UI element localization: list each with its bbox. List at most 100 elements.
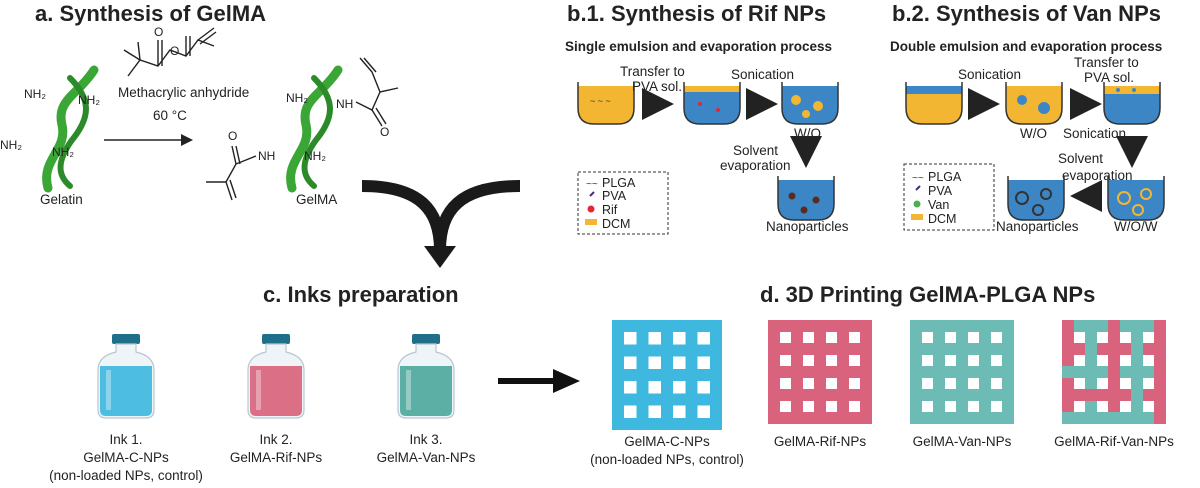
- bottle-cap: [262, 334, 290, 344]
- ink-label-1: Ink 3.: [409, 432, 442, 447]
- ink-to-print-arrow-head: [553, 369, 580, 393]
- bottle-highlight: [406, 370, 411, 410]
- bottle-highlight: [256, 370, 261, 410]
- gelma-nh: NH: [336, 97, 353, 111]
- gelma-nh-left: NH: [258, 149, 275, 163]
- b1-wo-label: W/O: [794, 126, 821, 141]
- anhydride-o-bridge: O: [170, 44, 179, 58]
- scaffold-strand-horizontal: [768, 389, 872, 401]
- svg-text:~ ~ ~: ~ ~ ~: [590, 96, 611, 106]
- scaffold-strand-vertical: [837, 320, 849, 424]
- gelatin-nh2-1: NH₂: [24, 87, 46, 101]
- scaffold-strand-vertical: [710, 320, 722, 424]
- b2-wo-label: W/O: [1020, 126, 1047, 141]
- b2-legend-plga: PLGA: [928, 170, 962, 184]
- bottle-liquid: [250, 366, 302, 416]
- section-b1-title: b.1. Synthesis of Rif NPs: [567, 1, 826, 26]
- ink-bottle: Ink 1. GelMA-C-NPs (non-loaded NPs, contro…: [49, 334, 203, 483]
- printed-scaffolds: GelMA-C-NPs (non-loaded NPs, control) GelM…: [590, 320, 1174, 467]
- b1-legend-rif: Rif: [602, 203, 618, 217]
- b2-transfer-2: PVA sol.: [1084, 70, 1134, 85]
- b1-transfer-1: Transfer to: [620, 64, 685, 79]
- gelatin-nh2-3: NH₂: [0, 138, 22, 152]
- methacryl-groups: [206, 57, 399, 201]
- gelatin-label: Gelatin: [40, 192, 83, 207]
- section-d: d. 3D Printing GelMA-PLGA NPs GelMA-C-NP…: [590, 282, 1174, 467]
- bottle-cap: [112, 334, 140, 344]
- ink-bottle: Ink 3. GelMA-Van-NPs: [377, 334, 476, 465]
- merge-arrow-head: [424, 246, 456, 268]
- section-d-title: d. 3D Printing GelMA-PLGA NPs: [760, 282, 1095, 307]
- scaffold-strand-vertical: [860, 320, 872, 424]
- b2-beaker-transfer: [1103, 82, 1161, 125]
- gelma-label: GelMA: [296, 192, 337, 207]
- scaffold-strand-horizontal: [612, 393, 722, 406]
- ink-bottles: Ink 1. GelMA-C-NPs (non-loaded NPs, contro…: [49, 334, 476, 483]
- ink-label-1: Ink 1.: [109, 432, 142, 447]
- scaffold: GelMA-Rif-Van-NPs: [1054, 320, 1174, 449]
- b1-legend: ~~ PLGA PVA Rif DCM: [577, 171, 669, 235]
- gelma-helix: [286, 65, 343, 193]
- bottle-liquid: [400, 366, 452, 416]
- gelatin-nh2-4: NH₂: [52, 145, 74, 159]
- scaffold-strand-horizontal: [910, 389, 1014, 401]
- gelma-o-right: O: [380, 125, 389, 139]
- bottle-highlight: [106, 370, 111, 410]
- merge-arrow: [361, 180, 521, 251]
- b1-sonication: Sonication: [731, 67, 794, 82]
- scaffold-strand-horizontal: [1062, 412, 1166, 424]
- b1-legend-plga: PLGA: [602, 176, 636, 190]
- b1-solvent-2: evaporation: [720, 158, 791, 173]
- section-b2-process: Double emulsion and evaporation process: [890, 39, 1162, 54]
- bottle-liquid: [100, 366, 152, 416]
- b1-legend-dcm: DCM: [602, 217, 630, 231]
- section-c: c. Inks preparation Ink 1. GelMA-C-NPs (no…: [49, 282, 580, 483]
- ink-label-2: GelMA-Van-NPs: [377, 450, 476, 465]
- b1-beaker-wo: [781, 82, 839, 125]
- scaffold-strand-vertical: [661, 320, 673, 424]
- scaffold-strand-vertical: [956, 320, 968, 424]
- section-b1: b.1. Synthesis of Rif NPs Single emulsio…: [565, 1, 849, 235]
- scaffold-strand-vertical: [1154, 320, 1166, 424]
- scaffold-label-1: GelMA-Rif-Van-NPs: [1054, 434, 1174, 449]
- b2-beaker-wow: [1107, 176, 1165, 221]
- b2-beaker-nanoparticles: [1007, 176, 1065, 221]
- b2-wow-label: W/O/W: [1114, 219, 1158, 234]
- ink-label-2: GelMA-C-NPs: [83, 450, 169, 465]
- scaffold-label-2: (non-loaded NPs, control): [590, 452, 744, 467]
- anhydride-o-top: O: [154, 25, 163, 39]
- gelma-nh2-1: NH₂: [286, 91, 308, 105]
- scaffold-strand-horizontal: [768, 412, 872, 424]
- ink-bottle: Ink 2.GelMA-Rif-NPs: [230, 334, 322, 465]
- scaffold-label-1: GelMA-Rif-NPs: [774, 434, 867, 449]
- b1-solvent-1: Solvent: [733, 143, 778, 158]
- b1-beaker-transfer: [683, 82, 741, 125]
- b2-legend-pva: PVA: [928, 184, 953, 198]
- methacrylic-anhydride-structure: [123, 27, 217, 77]
- ink-label-3: (non-loaded NPs, control): [49, 468, 203, 483]
- b2-solvent-1: Solvent: [1058, 151, 1103, 166]
- section-b2: b.2. Synthesis of Van NPs Double emulsio…: [890, 1, 1165, 234]
- section-c-title: c. Inks preparation: [263, 282, 459, 307]
- scaffold-strand-horizontal: [612, 418, 722, 430]
- scaffold-strand-horizontal: [910, 412, 1014, 424]
- b2-transfer-1: Transfer to: [1074, 55, 1139, 70]
- bottle-cap: [412, 334, 440, 344]
- ink-label-1: Ink 2.: [259, 432, 292, 447]
- scaffold-label-1: GelMA-C-NPs: [624, 434, 710, 449]
- scaffold-strand-vertical: [979, 320, 991, 424]
- scaffold-strand-vertical: [1108, 320, 1120, 424]
- scaffold-strand-vertical: [1131, 320, 1143, 424]
- b2-sonication-2: Sonication: [1063, 126, 1126, 141]
- b2-legend: ~~ PLGA PVA Van DCM: [903, 163, 995, 231]
- section-a-title: a. Synthesis of GelMA: [35, 1, 266, 26]
- gelatin-helix: [42, 65, 99, 193]
- b2-solvent-2: evaporation: [1062, 168, 1133, 183]
- scaffold-strand-vertical: [685, 320, 698, 424]
- b1-beaker-dcm: ~ ~ ~: [577, 82, 635, 125]
- svg-text:~~: ~~: [912, 173, 924, 184]
- b1-transfer-2: PVA sol.: [632, 79, 682, 94]
- scaffold: GelMA-Rif-NPs: [768, 320, 872, 449]
- b2-nanoparticles-label: Nanoparticles: [996, 219, 1079, 234]
